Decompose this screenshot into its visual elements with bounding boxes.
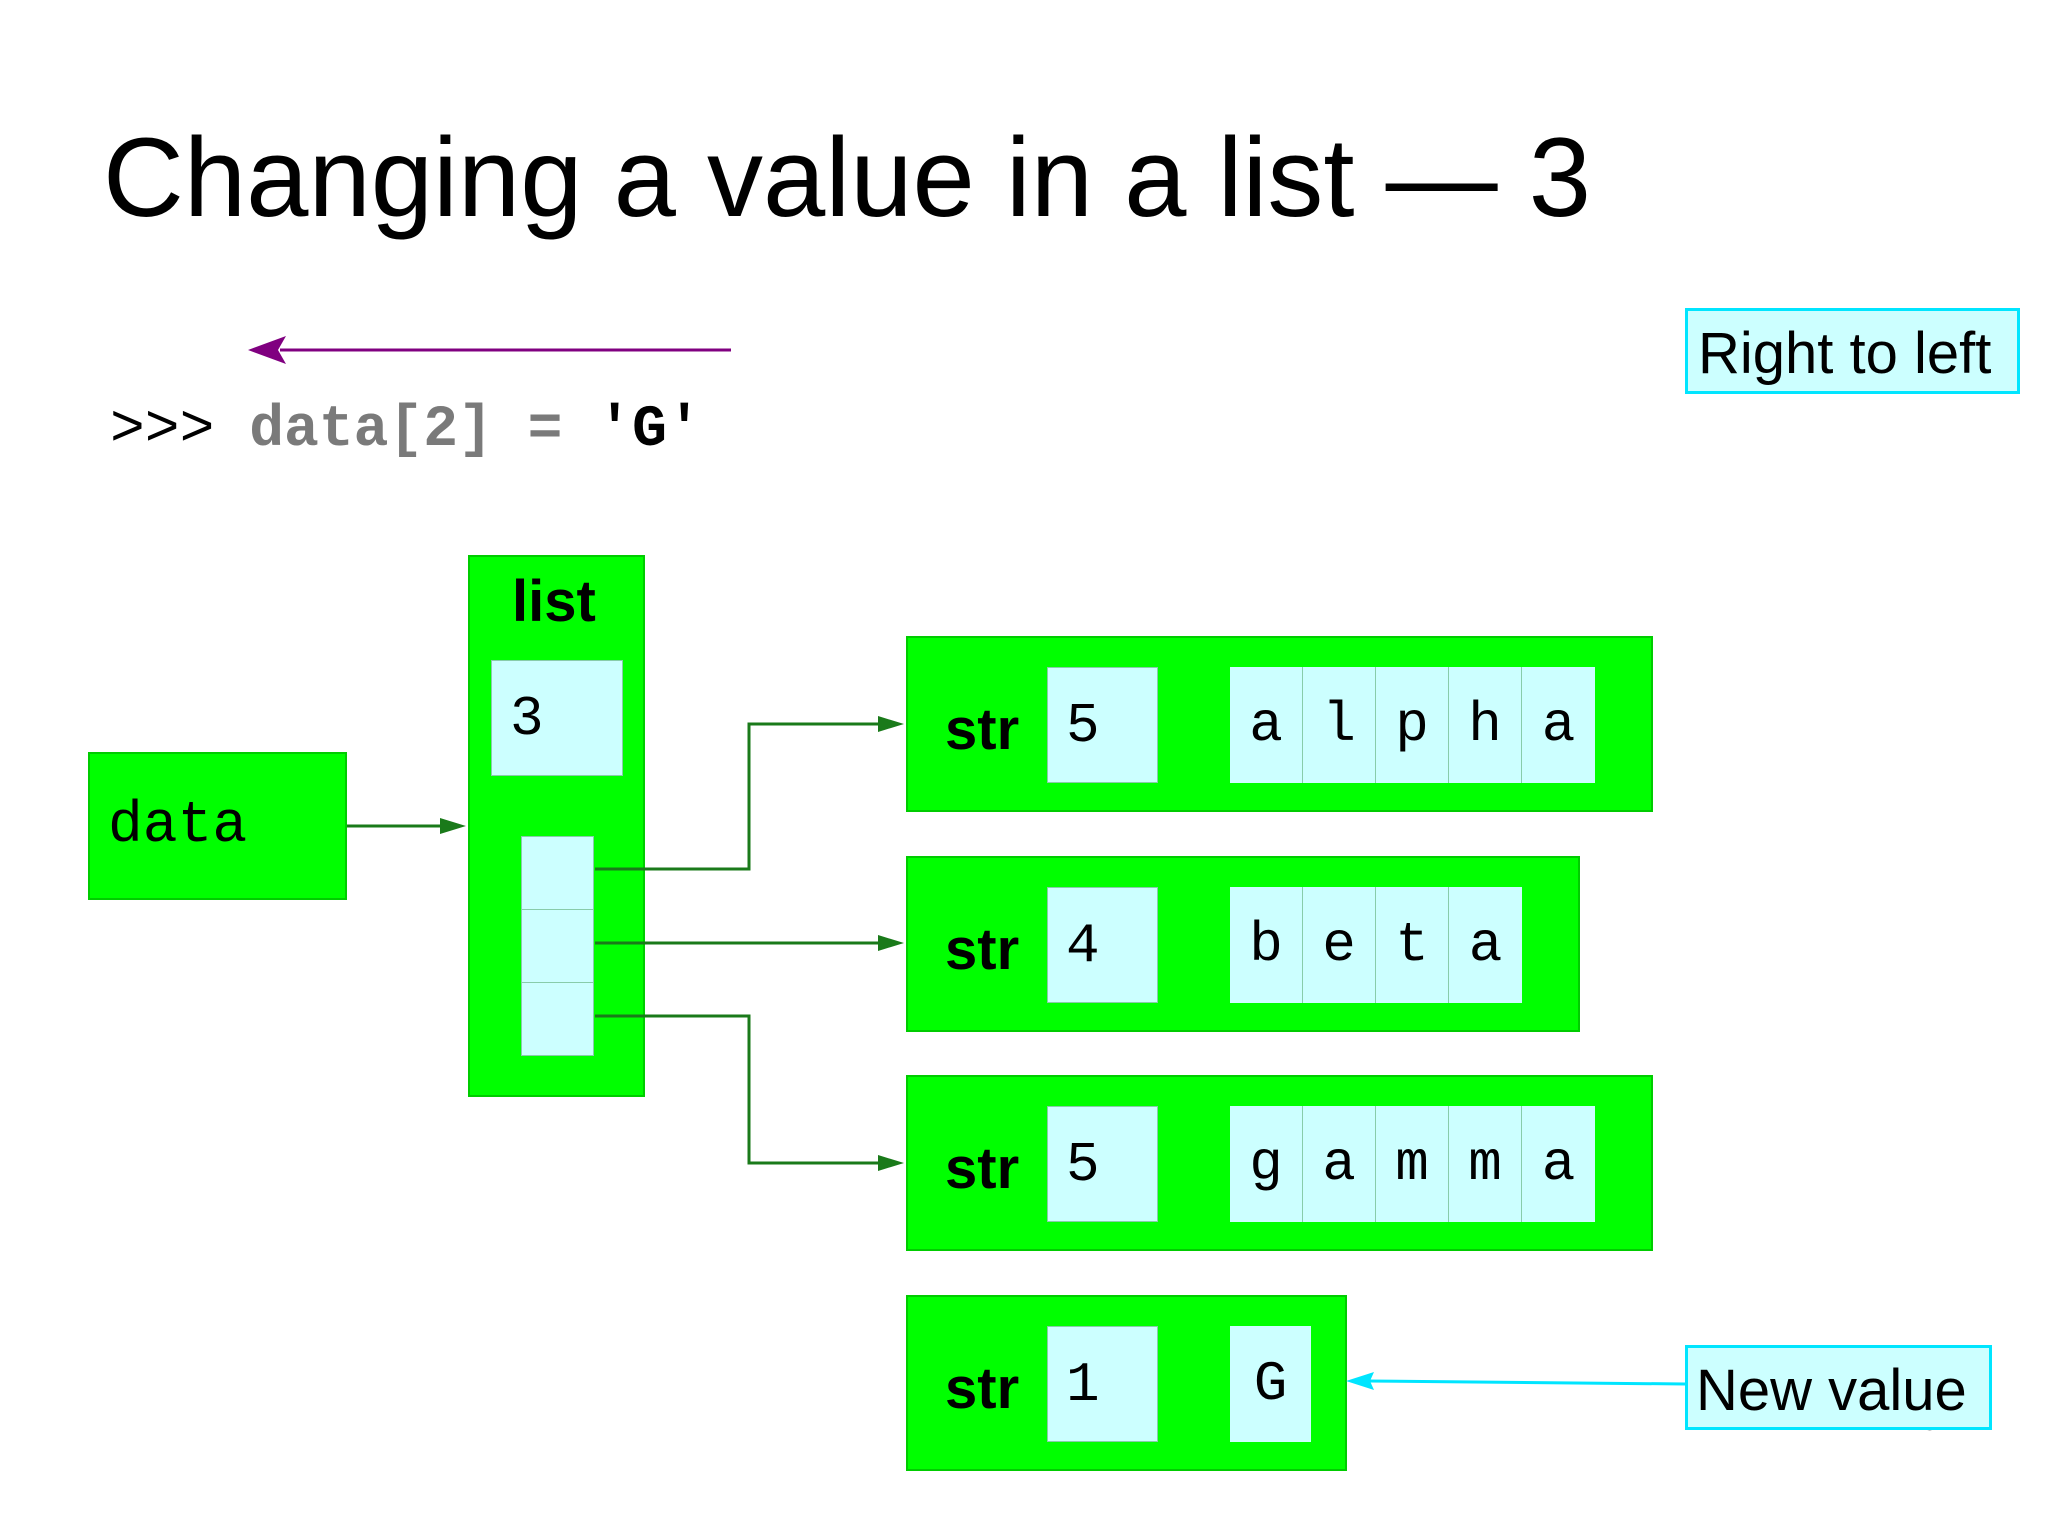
python-prompt: >>> [110,398,250,463]
str-type-label: str [945,1136,1020,1201]
list-type-label: list [512,569,596,634]
str-type-label: str [945,917,1020,982]
str-length-cell: 5 [1047,1106,1158,1222]
str-object-alpha: str 5 a l p h a [906,636,1653,812]
variable-data-box: data [88,752,347,900]
str-char: a [1230,667,1303,783]
str-chars: G [1230,1326,1311,1442]
str-length-value: 4 [1066,914,1100,978]
direction-arrow-head [248,336,286,364]
str-type-label: str [945,1356,1020,1421]
right-to-left-callout: Right to left [1685,308,2020,394]
pointer-slot1-head [878,935,904,951]
str-char: g [1230,1106,1303,1222]
str-char: m [1376,1106,1449,1222]
str-char: a [1303,1106,1376,1222]
str-char: h [1449,667,1522,783]
slide-title: Changing a value in a list — 3 [103,115,1591,240]
str-length-value: 5 [1066,1133,1100,1197]
list-length-value: 3 [510,687,544,751]
assignment-value: 'G' [597,398,702,463]
str-length-cell: 4 [1047,887,1158,1003]
str-length-value: 1 [1066,1353,1100,1417]
str-char: G [1230,1326,1311,1442]
new-value-pointer-head [1346,1372,1374,1390]
str-chars: g a m m a [1230,1106,1595,1222]
pointer-slot0-head [878,716,904,732]
str-char: a [1522,1106,1595,1222]
pointer-slot0-to-alpha [595,722,894,871]
assignment-target: data[2] [249,398,493,463]
str-type-label: str [945,697,1020,762]
str-char: t [1376,887,1449,1003]
pointer-slot2-head [878,1155,904,1171]
list-object: list 3 [468,555,645,1097]
direction-arrow [248,336,731,364]
str-length-cell: 5 [1047,667,1158,783]
str-chars: b e t a [1230,887,1522,1003]
pointer-slot2-to-gamma [595,1014,894,1165]
str-char: a [1449,887,1522,1003]
new-value-pointer [1346,1372,1686,1390]
str-char: b [1230,887,1303,1003]
str-length-cell: 1 [1047,1326,1158,1442]
pointer-data-to-list-head [440,818,466,834]
list-length-cell: 3 [491,660,623,776]
list-slot-1 [521,909,594,983]
code-line: >>> data[2] = 'G' [110,402,702,460]
str-char: a [1522,667,1595,783]
list-slot-2 [521,982,594,1056]
str-chars: a l p h a [1230,667,1595,783]
assignment-operator: = [492,398,598,463]
str-length-value: 5 [1066,694,1100,758]
variable-name: data [108,794,248,859]
str-object-gamma: str 5 g a m m a [906,1075,1653,1251]
list-slot-0 [521,836,594,910]
new-value-callout: New value [1685,1345,1992,1430]
str-object-new-g: str 1 G [906,1295,1347,1471]
str-char: e [1303,887,1376,1003]
str-object-beta: str 4 b e t a [906,856,1580,1032]
str-char: l [1303,667,1376,783]
str-char: m [1449,1106,1522,1222]
str-char: p [1376,667,1449,783]
